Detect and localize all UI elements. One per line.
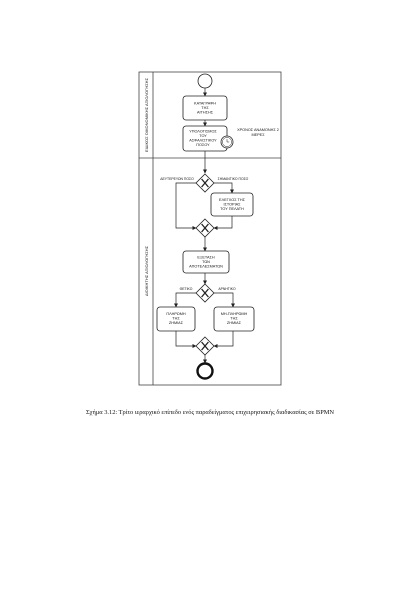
task-text-line: ΖΗΜΙΑΣ <box>169 321 184 325</box>
exclusive-gateway-amount <box>195 173 215 193</box>
task-calculate-amount: ΥΠΟΛΟΓΙΣΜΟΣ ΤΟΥ ΑΣΦΑΛΙΣΤΙΚΟΥ ΠΟΣΟΥ <box>182 125 228 152</box>
end-event <box>196 362 214 380</box>
task-text-line: ΤΩΝ <box>202 260 210 264</box>
exclusive-gateway-merge-1 <box>195 218 215 238</box>
task-text-line: ΠΛΗΡΩΜΗ <box>166 312 186 316</box>
flow-gateway3-negative <box>214 292 235 308</box>
flow-label-negative: ΑΡΝΗΤΙΚΟ <box>218 287 236 291</box>
flow-gateway1-significant <box>214 182 234 194</box>
task-text-line: ΥΠΟΛΟΓΙΣΜΟΣ <box>189 130 217 134</box>
flow-history-to-gateway2 <box>213 216 233 230</box>
task-text-line: ΜΗ-ΠΛΗΡΩΜΗ <box>221 312 248 316</box>
task-text-line: ΤΗΣ <box>230 317 238 321</box>
lane-label-manager: ΔΙΟΙΚΗΤΗΣ ΑΞΙΟΛΟΓΗΣΗΣ <box>144 245 149 296</box>
flow-gateway3-positive <box>174 292 196 308</box>
pool <box>138 71 282 386</box>
flow-label-significant: ΣΗΜΑΝΤΙΚΟ ΠΟΣΟ <box>218 177 249 181</box>
task-text-line: ΑΣΦΑΛΙΣΤΙΚΟΥ <box>189 139 217 143</box>
flow-nopay-to-gateway4 <box>213 331 234 348</box>
task-text-line: ΑΙΤΗΣΗΣ <box>197 111 214 115</box>
task-text-line: ΤΟΥ <box>199 134 207 138</box>
task-examine-results: ΕΞΕΤΑΣΗ ΤΩΝ ΑΠΟΤΕΛΕΣΜΑΤΩΝ <box>182 250 230 274</box>
task-text-line: ΠΟΣΟΥ <box>196 143 210 147</box>
task-text-line: ΖΗΜΙΑΣ <box>227 321 242 325</box>
task-no-payment-damage: ΜΗ-ΠΛΗΡΩΜΗ ΤΗΣ ΖΗΜΙΑΣ <box>213 306 255 332</box>
task-text-line: ΙΣΤΟΡΙΑΣ <box>223 203 241 207</box>
task-text-line: ΚΑΤΑΓΡΑΦΗ <box>194 102 216 106</box>
figure-caption: Σχήμα 3.12: Τρίτο ιεραρχικό επίπεδο ενός… <box>85 409 335 416</box>
task-text-line: ΤΗΣ <box>201 106 209 110</box>
task-register-claim: ΚΑΤΑΓΡΑΦΗ ΤΗΣ ΑΙΤΗΣΗΣ <box>182 95 228 121</box>
task-text-line: ΕΞΕΤΑΣΗ <box>197 256 214 260</box>
start-event <box>197 73 213 89</box>
timer-label-line: ΧΡΟΝΟΣ ΑΝΑΜΟΝΗΣ 2 <box>237 128 279 132</box>
task-pay-damage: ΠΛΗΡΩΜΗ ΤΗΣ ΖΗΜΙΑΣ <box>156 306 196 332</box>
flow-label-positive: ΘΕΤΙΚΟ <box>180 287 193 291</box>
task-check-customer-history: ΕΛΕΓΧΟΣ ΤΗΣ ΙΣΤΟΡΙΑΣ ΤΟΥ ΠΕΛΑΤΗ <box>210 192 254 217</box>
task-text-line: ΤΗΣ <box>172 317 180 321</box>
timer-label-line: ΜΕΡΕΣ <box>251 133 265 137</box>
timer-boundary-event <box>220 135 234 149</box>
exclusive-gateway-result <box>195 283 215 303</box>
task-text-line: ΤΟΥ ΠΕΛΑΤΗ <box>220 207 244 211</box>
lane-label-financial: ΕΙΔΙΚΟΣ ΟΙΚΟΝΟΜΙΚΗΣ ΑΞΙΟΛΟΓΗΣΗΣ <box>144 77 149 152</box>
sequence-flows <box>174 88 235 364</box>
task-text-line: ΕΛΕΓΧΟΣ ΤΗΣ <box>219 198 246 202</box>
flow-pay-to-gateway4 <box>175 331 197 348</box>
flow-label-secondary: ΔΕΥΤΕΡΕΥΩΝ ΠΟΣΟ <box>160 177 194 181</box>
flow-gateway1-secondary <box>175 182 197 230</box>
exclusive-gateway-merge-2 <box>195 336 215 356</box>
task-text-line: ΑΠΟΤΕΛΕΣΜΑΤΩΝ <box>189 265 223 269</box>
